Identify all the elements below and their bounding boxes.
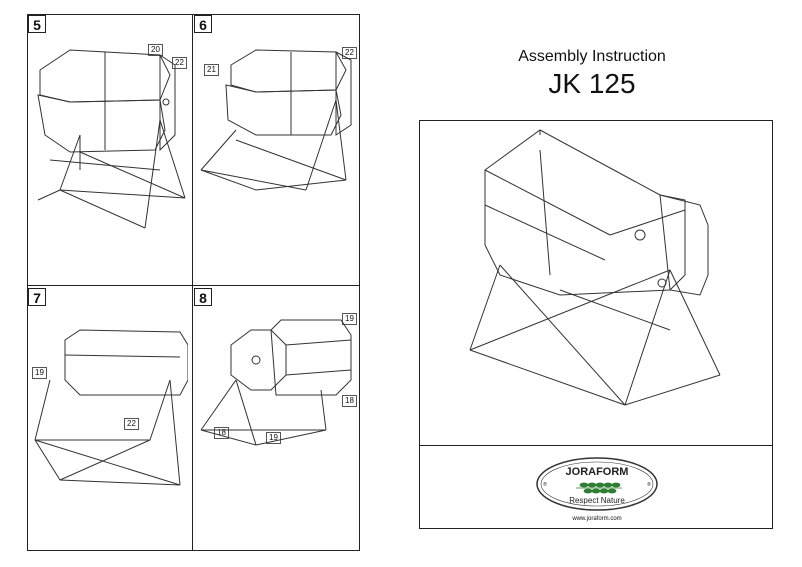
website-url: www.joraform.com: [572, 516, 622, 522]
grid-divider-vertical: [192, 14, 193, 551]
part-callout: 22: [172, 57, 187, 69]
step-number: 7: [28, 288, 46, 306]
step-8-illustration: [200, 319, 352, 446]
part-callout: 18: [342, 395, 357, 407]
part-callout: 19: [342, 313, 357, 325]
cover-box: [419, 120, 773, 529]
part-callout: 22: [124, 418, 139, 430]
step-number: 5: [28, 15, 46, 33]
title-model: JK 125: [548, 68, 636, 99]
step-number: 6: [194, 15, 212, 33]
composter-illustration: [469, 129, 721, 406]
joraform-logo: JORAFORM Respect Nature ® ®: [536, 457, 658, 511]
steps-grid: [27, 14, 360, 551]
title-assembly-instruction: Assembly Instruction: [518, 48, 666, 65]
part-callout: 22: [342, 47, 357, 59]
step-number: 8: [194, 288, 212, 306]
registered-mark-left: ®: [543, 481, 547, 488]
step-5-illustration: [37, 49, 186, 229]
part-callout: 21: [204, 64, 219, 76]
part-callout: 19: [266, 432, 281, 444]
cover-divider: [419, 445, 773, 446]
part-callout: 19: [32, 367, 47, 379]
part-callout: 20: [148, 44, 163, 56]
brand-tagline: Respect Nature: [569, 496, 625, 505]
step-6-illustration: [200, 49, 352, 191]
grid-divider-horizontal: [27, 285, 360, 286]
brand-name: JORAFORM: [566, 466, 629, 478]
registered-mark-right: ®: [647, 481, 651, 488]
step-7-illustration: [34, 329, 188, 486]
